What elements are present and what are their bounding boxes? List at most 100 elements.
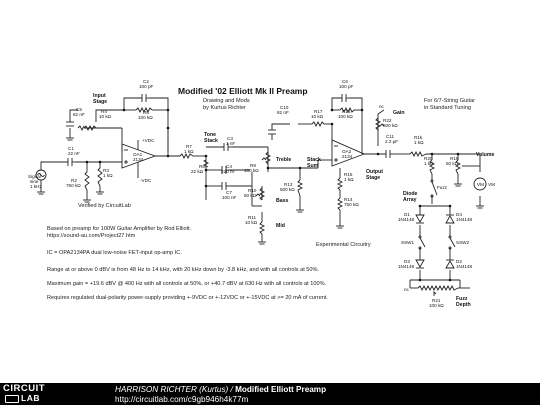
signal-label-2: sine [30, 179, 39, 184]
note-tuning: For 6/7-String Guitar in Standard Tuning [424, 98, 475, 113]
r2-ref: R2 [71, 178, 77, 183]
resistor-r20-symbol [428, 159, 436, 175]
project-url-link[interactable]: http://circuitlab.com/c9gb946h4k77m [115, 395, 249, 404]
vm-icon-mark: VM [477, 182, 484, 187]
r2-value: 750 kΩ [66, 183, 81, 188]
gain-nc-label: nc [379, 104, 385, 109]
resistor-r16-symbol [339, 106, 355, 114]
stack-sum-label-2: Sum [307, 163, 319, 169]
r17-ref: R17 [314, 109, 323, 114]
schematic-sheet: Modified '02 Elliott Mk II Preamp Drawin… [28, 79, 496, 308]
switch-ssw2-symbol [448, 235, 456, 250]
resistor-r1k-symbol [409, 150, 427, 158]
note-line: Drawing and Mods [203, 98, 250, 104]
oa2-ref: OA2 [342, 149, 352, 154]
signal-label-3: 1 kHz [30, 184, 42, 189]
c6-value: 100 pF [339, 84, 353, 89]
resistor-r2-symbol [83, 171, 91, 203]
r16-value: 100 kΩ [338, 114, 353, 119]
r17-value: 10 kΩ [311, 114, 324, 119]
capacitor-c1-symbol [67, 158, 76, 166]
output-stage-label-2: Stage [366, 175, 380, 181]
r14-ref: R14 [344, 197, 353, 202]
r3-ref: R3 [103, 168, 109, 173]
r21-ref: R21 [432, 298, 441, 303]
circuit-board-icon [5, 395, 19, 403]
r11-value: 10 kΩ [245, 220, 258, 225]
r13-value: 500 kΩ [280, 187, 295, 192]
c6-ref: C6 [342, 79, 348, 84]
c11-value: 2.2 µF [385, 139, 398, 144]
fuzz-depth-label-1: Fuzz [456, 296, 468, 302]
capacitor-c11-symbol [385, 150, 394, 158]
r4-value: 10 kΩ [99, 114, 112, 119]
mid-label: Mid [276, 223, 285, 229]
c2-value: 100 pF [139, 84, 153, 89]
c11-ref: C11 [386, 134, 395, 139]
voltmeter-symbol [473, 177, 487, 209]
r22-value: 500 kΩ [383, 123, 398, 128]
c10-ref: C10 [280, 105, 289, 110]
r5-ref: R5 [143, 110, 149, 115]
d1-value: 1N4148 [398, 217, 415, 222]
project-name: Modified Elliott Preamp [235, 385, 327, 394]
resistor-r6-symbol [202, 159, 210, 168]
resistor-r11-symbol [258, 221, 266, 245]
note-verified: Verified by CircuitLab [78, 203, 131, 209]
note-max-gain: Maximum gain = +19.6 dBV @ 400 Hz with a… [47, 281, 327, 287]
note-ic: IC = OPA2134PA dual low-noise FET-input … [47, 250, 182, 256]
ssw2-label: SSW2 [456, 240, 469, 245]
input-stage-label-2: Stage [93, 99, 107, 105]
c10-value: 82 nF [277, 110, 289, 115]
fuzz-switch-symbol [430, 179, 438, 198]
resistor-r15-symbol [336, 177, 344, 191]
r8-value: 100 kΩ [244, 168, 259, 173]
r6-ref: R6 [199, 164, 205, 169]
opamp-oa1-symbol [121, 140, 157, 178]
stack-sum-label-1: Stack [307, 157, 321, 163]
r10-ref: R10 [248, 188, 257, 193]
c4-value: 220 nF [221, 169, 235, 174]
r21-nc-label: nc [404, 287, 410, 292]
note-drawing-mods: Drawing and Mods by Kurtus Richter [203, 98, 250, 113]
diode-d2-symbol [445, 259, 455, 269]
r15-value: 1 kΩ [344, 177, 354, 182]
input-stage-label-1: Input [93, 93, 106, 99]
author-name: HARRISON RICHTER (Kurtus) / [115, 385, 233, 394]
circuit-diagram: Signal sine 1 kHz C1 22 nF R2 750 kΩ R3 … [28, 79, 495, 308]
potentiometer-r21-symbol [410, 284, 459, 296]
note-line: For 6/7-String Guitar [424, 98, 475, 104]
potentiometer-r13-symbol [296, 179, 304, 213]
c5-value: 82 nF [73, 112, 85, 117]
circuitlab-logo[interactable]: CIRCUIT LAB [3, 384, 65, 403]
vm-label: VM [488, 182, 495, 187]
r11-ref: R11 [248, 215, 257, 220]
resistor-r17-symbol [311, 120, 325, 128]
note-range: Range at or above 0 dBV is from 48 Hz to… [47, 267, 320, 273]
treble-label: Treble [276, 157, 291, 163]
resistor-r7-symbol [179, 152, 194, 160]
capacitor-c6-symbol [341, 94, 350, 102]
resistor-r5-symbol [135, 106, 153, 114]
c5-ref: C5 [76, 107, 82, 112]
oa2-value: 2134 [342, 154, 353, 159]
opamp-oa2-symbol [331, 139, 366, 167]
note-experimental: Experimental Circuitry [316, 242, 371, 248]
r20-ref: R20 [424, 156, 433, 161]
r14-value: 750 kΩ [344, 202, 359, 207]
c7-value: 100 nF [222, 195, 236, 200]
d3-value: 1N4148 [398, 264, 415, 269]
note-supply: Requires regulated dual-polarity power-s… [47, 295, 328, 301]
oa1-vdc-neg: -VDC [140, 178, 152, 183]
resistor-r3-symbol [96, 167, 104, 195]
r15-ref: R15 [344, 172, 353, 177]
gain-label: Gain [393, 110, 405, 116]
potentiometer-r22-symbol [374, 117, 385, 131]
oa1-value: 2134 [133, 157, 144, 162]
r18-ref: R18 [450, 156, 459, 161]
ssw1-label: SSW1 [401, 240, 414, 245]
r16-ref: R16 [342, 109, 351, 114]
r7-value: 1 kΩ [184, 149, 194, 154]
r5-value: 100 kΩ [138, 115, 153, 120]
capacitor-c7-symbol [221, 182, 230, 190]
